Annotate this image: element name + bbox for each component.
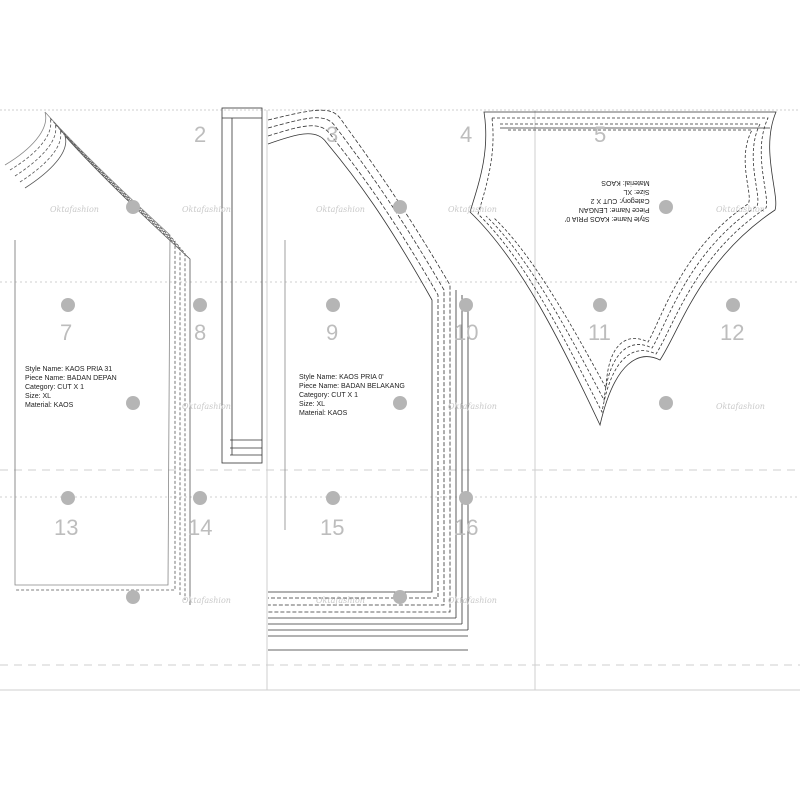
watermark: Oktafashion	[182, 596, 231, 605]
tile-number: 10	[454, 320, 479, 345]
style-name: Style Name: KAOS PRIA 0'	[565, 215, 650, 222]
size: Size: XL	[299, 401, 326, 408]
tile-number: 12	[720, 320, 745, 345]
tile-number: 7	[60, 320, 73, 345]
front-piece-label: Style Name: KAOS PRIA 31 Piece Name: BAD…	[25, 365, 117, 410]
watermark: Oktafashion	[448, 205, 497, 214]
front-body-piece	[4, 111, 191, 605]
material: Material: KAOS	[299, 410, 348, 417]
sleeve-piece-label: Style Name: KAOS PRIA 0' Piece Name: LEN…	[565, 178, 650, 223]
piece-name: Piece Name: LENGAN	[578, 206, 650, 213]
watermark: Oktafashion	[716, 402, 765, 411]
tile-number: 9	[326, 320, 339, 345]
tile-number: 8	[194, 320, 207, 345]
material: Material: KAOS	[601, 179, 650, 186]
tile-number: 16	[454, 515, 479, 540]
tile-number: 14	[188, 515, 213, 540]
piece-name: Piece Name: BADAN DEPAN	[25, 375, 117, 382]
tile-number: 4	[460, 122, 473, 147]
category: Category: CUT X 1	[299, 392, 359, 399]
watermark: Oktafashion	[182, 402, 231, 411]
watermark: Oktafashion	[316, 596, 365, 605]
category: Category: CUT X 2	[590, 197, 650, 204]
tile-grid	[0, 109, 800, 691]
watermark: Oktafashion	[316, 205, 365, 214]
sleeve-piece	[469, 111, 777, 427]
back-body-piece	[267, 109, 469, 651]
back-piece-label: Style Name: KAOS PRIA 0' Piece Name: BAD…	[299, 373, 405, 418]
binding-strip	[221, 107, 263, 464]
watermark: Oktafashion	[716, 205, 765, 214]
size: Size: XL	[25, 393, 52, 400]
material: Material: KAOS	[25, 402, 74, 409]
watermark: Oktafashion	[182, 205, 231, 214]
tile-number: 15	[320, 515, 345, 540]
watermark: Oktafashion	[448, 596, 497, 605]
style-name: Style Name: KAOS PRIA 0'	[299, 374, 384, 381]
category: Category: CUT X 1	[25, 384, 85, 391]
tile-number: 2	[194, 122, 207, 147]
tile-number: 5	[594, 122, 607, 147]
style-name: Style Name: KAOS PRIA 31	[25, 366, 113, 373]
tile-number: 3	[326, 122, 339, 147]
tile-number: 11	[588, 320, 611, 345]
size: Size: XL	[623, 188, 650, 195]
watermark: Oktafashion	[448, 402, 497, 411]
registration-marks	[61, 200, 740, 604]
watermark: Oktafashion	[50, 205, 99, 214]
tile-number: 13	[54, 515, 79, 540]
piece-name: Piece Name: BADAN BELAKANG	[299, 383, 405, 390]
